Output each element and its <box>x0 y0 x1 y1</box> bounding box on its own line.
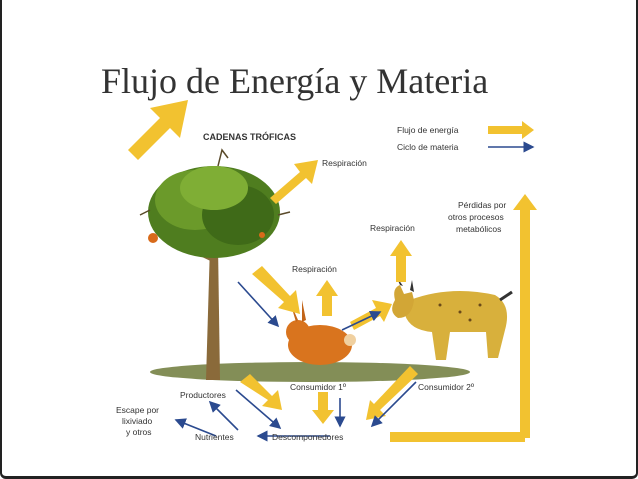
label-escape-1: Escape por <box>116 405 159 415</box>
label-consumidor2: Consumidor 2º <box>418 382 474 392</box>
legend-matter-label: Ciclo de materia <box>397 142 459 152</box>
label-productores: Productores <box>180 390 226 400</box>
matter-arrows <box>174 141 535 442</box>
label-nutrientes: Nutrientes <box>195 432 234 442</box>
ground <box>150 362 470 382</box>
label-respiracion-mid: Respiración <box>370 223 415 233</box>
sun-energy-arrow <box>128 100 188 160</box>
slide-title: Flujo de Energía y Materia <box>101 61 489 101</box>
label-perdidas-3: metabólicos <box>456 224 501 234</box>
energy-arrows <box>240 121 537 442</box>
label-descomponedores: Descomponedores <box>272 432 343 442</box>
label-consumidor1: Consumidor 1º <box>290 382 346 392</box>
label-respiracion-top: Respiración <box>322 158 367 168</box>
label-respiracion-low: Respiración <box>292 264 337 274</box>
label-perdidas-2: otros procesos <box>448 212 504 222</box>
tree-producer <box>139 148 291 380</box>
label-escape-3: y otros <box>126 427 152 437</box>
label-escape-2: lixiviado <box>122 416 153 426</box>
legend-energy-label: Flujo de energía <box>397 125 459 135</box>
lynx-secondary-consumer <box>392 276 513 360</box>
diagram-heading: CADENAS TRÓFICAS <box>203 131 296 142</box>
rabbit-primary-consumer <box>286 300 356 365</box>
label-perdidas-1: Pérdidas por <box>458 200 506 210</box>
